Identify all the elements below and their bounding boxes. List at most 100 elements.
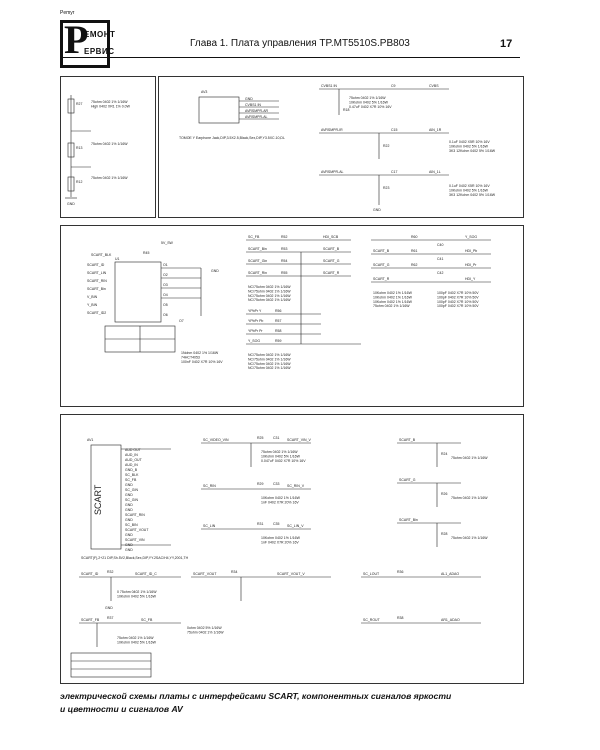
p3-scart-pin3: AUD_IN: [125, 463, 138, 467]
p2-c-low2: YPbPr Pr: [248, 329, 263, 333]
p3-bt1-cap: C33: [273, 482, 279, 486]
p2-ic-res: R45: [143, 251, 149, 255]
p3-scart-pin10: SC_GIN: [125, 498, 139, 502]
p3-scart-pin1: AUD_IN: [125, 453, 138, 457]
p3-scart-pin16: SCART_VOUT: [125, 528, 149, 532]
p2-c-low3: Y_SOG: [248, 339, 260, 343]
p3-scart-pin15: SC_BIN: [125, 523, 138, 527]
p3-scart-note: SCART(F),2+21 DIP,Sh.5V2,Black,Sex,DIP,Y…: [81, 556, 189, 560]
p3-bt0-cap: C31: [273, 436, 279, 440]
p2-r-cap0: C40: [437, 243, 443, 247]
p2-r-out3: HDI_Y: [465, 277, 476, 281]
p3-scart-pin11: GND: [125, 503, 133, 507]
panel2-drawing: U1 SCART_ID SCART_LIN SCART_RIN SCART_Bi…: [87, 235, 491, 370]
p3-scart-pin9: GND: [125, 493, 133, 497]
p3-br0-res: R24: [441, 452, 447, 456]
p2-ic-vcc: 5V_SW: [161, 241, 174, 245]
p3-br2-res: R28: [441, 532, 447, 536]
p3-br0-net: SCART_B: [399, 438, 416, 442]
p3-br0-note: 75ohm 0402 1% 1/16W: [451, 456, 488, 460]
p2-c-out1: SCART_B: [323, 247, 340, 251]
p3-scart-pin14: GND: [125, 518, 133, 522]
logo-box: [60, 20, 110, 68]
p2-c-in1: SCART_Bin: [248, 247, 267, 251]
p3-scart-pin12: GND: [125, 508, 133, 512]
p3-scart-pin19: GND: [125, 543, 133, 547]
p3-bb1-net: SCART_VOUT: [193, 572, 217, 576]
p3-scart-pin6: SC_FB: [125, 478, 137, 482]
p2-c-out0: HDI_SCB: [323, 235, 339, 239]
header-rule: [62, 57, 520, 58]
p2-ic-pin-l6: SCART_ID2: [87, 311, 106, 315]
p3-bt1-net: SC_RIN: [203, 484, 216, 488]
p2-c-res2: R54: [281, 259, 287, 263]
p1-net3: AVRSMPR-AL: [321, 170, 344, 174]
p1-jack-pin-3: AVRSMPR-AL: [245, 115, 268, 119]
p2-ic-ref: U1: [115, 257, 120, 261]
p3-bb4-out: AR1_ADAO: [441, 618, 460, 622]
schematic-panel-av-jack: AV3 GND CVBS1 IN AVRSMPR-AR AVRSMPR-AL T…: [158, 76, 524, 218]
p2-ic-pin-l4: V_BIN: [87, 295, 98, 299]
p1-r3-note: 75ohm 0402 1% 1/16W: [91, 176, 128, 180]
p1-jack-pin-0: GND: [245, 97, 253, 101]
p3-bb2-res: R36: [397, 570, 403, 574]
p2-r-in2: SCART_R: [373, 277, 390, 281]
p2-c-lres2: R58: [275, 329, 281, 333]
p2-r-out2: HDI_Pr: [465, 263, 477, 267]
panel1-right-drawing: AV3 GND CVBS1 IN AVRSMPR-AR AVRSMPR-AL T…: [179, 84, 496, 212]
p2-c-lres1: R57: [275, 319, 281, 323]
p1-jack-pin-2: AVRSMPR-AR: [245, 109, 269, 113]
p3-bb1-res: R34: [231, 570, 237, 574]
p1-right-gnd: GND: [373, 208, 381, 212]
p2-ic-pin-r6: O7: [179, 319, 184, 323]
p3-bt2-cap: C35: [273, 522, 279, 526]
p2-r-res0: R60: [411, 235, 417, 239]
p3-bb4-net: SC_ROUT: [363, 618, 381, 622]
p1-net2-out: AIN_1R: [429, 128, 442, 132]
p2-ic-net-top: SCART_BLK: [91, 253, 112, 257]
p3-scart-pin20: GND: [125, 548, 133, 552]
p2-ic-pin-r3: O4: [163, 293, 168, 297]
p1-r1-ref: R27: [76, 102, 82, 106]
p3-scart-pin4: GND_B: [125, 468, 138, 472]
p2-r-res2: R62: [411, 263, 417, 267]
p2-ic-pin-l5: Y_BIN: [87, 303, 98, 307]
p3-bb1-out: SCART_VOUT_V: [277, 572, 305, 576]
p3-bt0-res: R25: [257, 436, 263, 440]
p3-br1-note: 75ohm 0402 1% 1/16W: [451, 496, 488, 500]
p2-c-low0: YPbPr Y: [248, 309, 262, 313]
p2-c-out2: SCART_G: [323, 259, 340, 263]
p2-ic-pin-l1: SCART_LIN: [87, 271, 107, 275]
p3-scart-pin5: SC_BLK: [125, 473, 139, 477]
p3-bt1-res: R29: [257, 482, 263, 486]
p2-c-out3: SCART_R: [323, 271, 340, 275]
p1-c3: C17: [391, 170, 397, 174]
page-number: 17: [500, 38, 513, 50]
p3-scart-pin2: AUD_OUT: [125, 458, 143, 462]
p2-r-out0: Y_SOG: [465, 235, 477, 239]
caption-line-2: и цветности и сигналов AV: [60, 704, 183, 714]
p2-ic-pin-r5: O6: [163, 313, 168, 317]
p2-r-in1: SCART_G: [373, 263, 390, 267]
p3-bb2-net: SC_LOUT: [363, 572, 380, 576]
p3-scart-pin17: GND: [125, 533, 133, 537]
figure-caption: электрической схемы платы с интерфейсами…: [60, 690, 530, 716]
p2-c-in0: SC_FB: [248, 235, 260, 239]
p3-bt2-res: R31: [257, 522, 263, 526]
p3-bb3-res: R37: [107, 616, 113, 620]
p1-r3-ref: R12: [76, 180, 82, 184]
p3-bt0-net: SC_VIDEO_VIN: [203, 438, 229, 442]
p3-bb0-gnd: GND: [105, 606, 113, 610]
chapter-title: Глава 1. Плата управления TP.MT5510S.PB8…: [190, 38, 410, 49]
p3-bt1-out: SC_RIN_V: [287, 484, 305, 488]
